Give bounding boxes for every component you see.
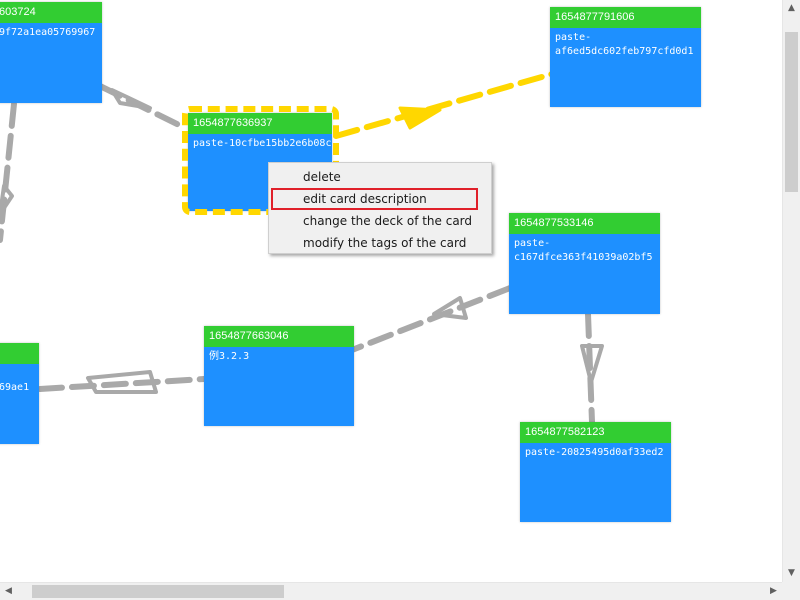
horizontal-scrollbar[interactable]: ◀ ▶	[0, 582, 782, 600]
card[interactable]: 1654877533146 paste- c167dfce363f41039a0…	[509, 213, 660, 314]
card[interactable]: 603724 9f72a1ea05769967	[0, 2, 102, 103]
triangle-up-icon[interactable]: ▲	[788, 3, 795, 13]
card-id-header	[0, 343, 39, 364]
card[interactable]: 69ae1	[0, 343, 39, 444]
card-description: 例3.2.3	[209, 351, 250, 362]
edge-1654877533146-to-1654877582123	[580, 311, 604, 425]
menu-item-label: delete	[303, 170, 341, 184]
card-id-header: 1654877791606	[550, 7, 701, 28]
card[interactable]: 1654877582123 paste-20825495d0af33ed2	[520, 422, 671, 522]
card-description: 9f72a1ea05769967	[0, 27, 96, 38]
card-id-header: 1654877582123	[520, 422, 671, 443]
vertical-scrollbar[interactable]: ▲ ▼	[782, 0, 800, 582]
card-id-header: 603724	[0, 2, 102, 23]
edge-leftedge-to-1654877663046	[37, 370, 207, 394]
triangle-down-icon[interactable]: ▼	[788, 568, 795, 578]
vertical-scroll-thumb[interactable]	[785, 32, 798, 192]
card-id-header: 1654877533146	[509, 213, 660, 234]
card-id-header: 1654877663046	[204, 326, 354, 347]
edge-selected-to-1654877791606	[333, 71, 555, 139]
menu-item-label: modify the tags of the card	[303, 236, 467, 250]
scrollbar-corner	[782, 582, 800, 600]
edge-topleft-downward	[0, 101, 17, 243]
card-description: paste-20825495d0af33ed2	[525, 447, 664, 458]
menu-item-change-deck[interactable]: change the deck of the card	[269, 210, 491, 232]
card-description: 69ae1	[0, 382, 30, 393]
edge-topleft-to-selected	[97, 83, 188, 131]
card[interactable]: 1654877791606 paste- af6ed5dc602feb797cf…	[550, 7, 701, 107]
menu-item-edit-card-description[interactable]: edit card description	[269, 188, 491, 210]
card-context-menu: delete edit card description change the …	[268, 162, 492, 254]
horizontal-scroll-thumb[interactable]	[32, 585, 284, 598]
card[interactable]: 1654877663046 例3.2.3	[204, 326, 354, 426]
menu-item-label: edit card description	[303, 192, 427, 206]
card-description: paste- af6ed5dc602feb797cfd0d1	[555, 32, 694, 57]
card-id-header: 1654877636937	[188, 113, 332, 134]
card-description: paste-10cfbe15bb2e6b08c2	[193, 138, 332, 149]
menu-item-modify-tags[interactable]: modify the tags of the card	[269, 232, 491, 254]
triangle-right-icon[interactable]: ▶	[770, 586, 777, 596]
edges-layer	[0, 71, 604, 425]
menu-item-delete[interactable]: delete	[269, 166, 491, 188]
card-description: paste- c167dfce363f41039a02bf5	[514, 238, 653, 263]
edge-1654877533146-to-1654877663046	[349, 285, 513, 353]
triangle-left-icon[interactable]: ◀	[5, 586, 12, 596]
card-graph-canvas[interactable]: 603724 9f72a1ea05769967 1654877636937 pa…	[0, 0, 782, 582]
menu-item-label: change the deck of the card	[303, 214, 473, 228]
